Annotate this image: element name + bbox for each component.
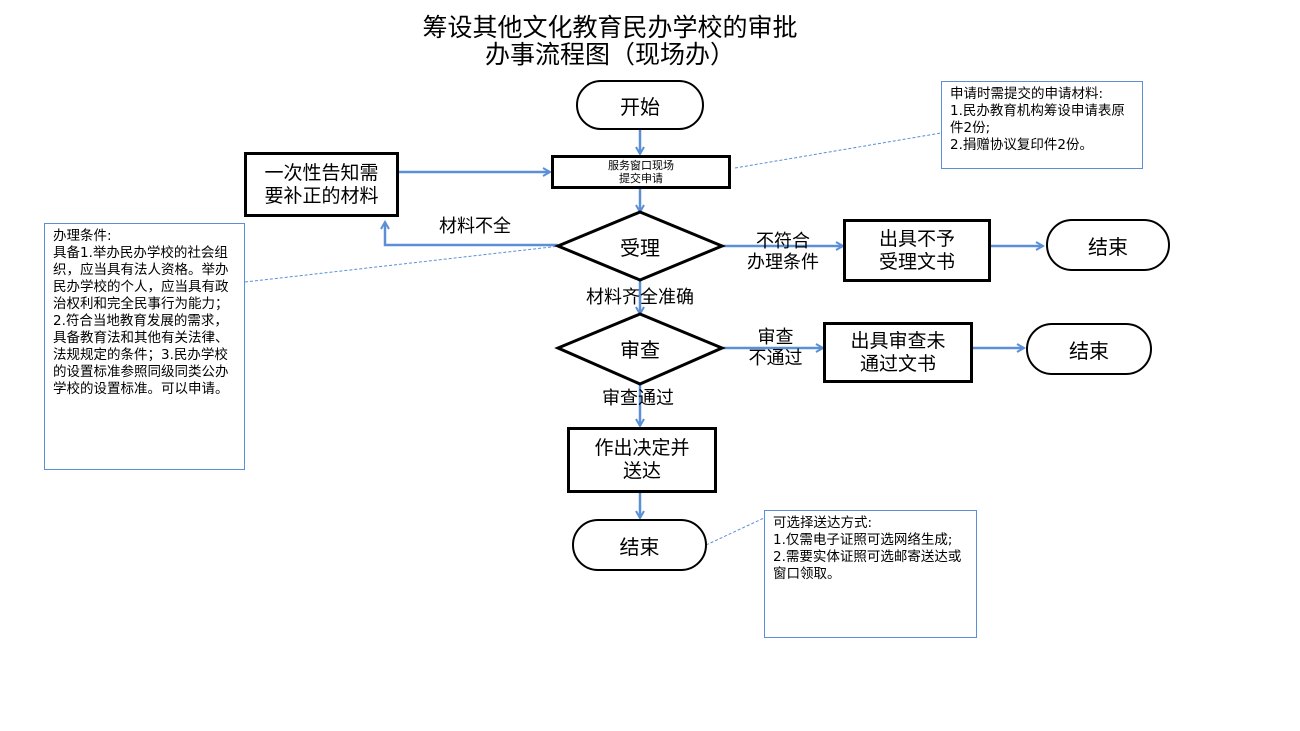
decide-deliver-label: 作出决定并 送达 [594, 437, 690, 482]
title-line-2: 办事流程图（现场办） [484, 40, 735, 69]
accept-diamond [554, 210, 726, 282]
accept-decision: 受理 [590, 230, 690, 262]
delivery-note: 可选择送达方式: 1.仅需电子证照可选网络生成; 2.需要实体证照可选邮寄送达或… [764, 510, 977, 638]
materials-note: 申请时需提交的申请材料: 1.民办教育机构筹设申请表原件2份; 2.捐赠协议复印… [941, 81, 1143, 169]
reject-document-label: 出具不予 受理文书 [878, 227, 955, 273]
submit-application-node: 服务窗口现场 提交申请 [551, 155, 731, 189]
accept-label: 受理 [620, 235, 660, 260]
submit-label: 服务窗口现场 提交申请 [608, 159, 674, 185]
edge-label-review-pass: 审查通过 [602, 388, 674, 409]
arrow-accept-to-notify [385, 222, 558, 247]
end-review-fail-label: 结束 [1069, 338, 1109, 363]
review-fail-document-node: 出具审查未 通过文书 [823, 322, 973, 383]
edge-label-not-eligible: 不符合 办理条件 [747, 231, 819, 273]
start-label: 开始 [620, 94, 660, 119]
end-node-review-fail: 结束 [1026, 323, 1152, 375]
review-fail-document-label: 出具审查未 通过文书 [850, 329, 946, 375]
callout-delivery [705, 517, 765, 546]
page-title: 筹设其他文化教育民办学校的审批 办事流程图（现场办） [380, 14, 840, 68]
edge-label-incomplete: 材料不全 [439, 216, 511, 237]
conditions-note: 办理条件: 具备1.举办民办学校的社会组织，应当具有法人资格。举办民办学校的个人… [44, 223, 245, 470]
callout-conditions [244, 245, 561, 283]
review-diamond [554, 312, 726, 386]
notify-supplement-label: 一次性告知需 要补正的材料 [264, 161, 379, 207]
title-line-1: 筹设其他文化教育民办学校的审批 [422, 13, 798, 42]
notify-supplement-node: 一次性告知需 要补正的材料 [244, 152, 399, 217]
end-final-label: 结束 [619, 534, 660, 559]
callout-materials [734, 132, 942, 169]
end-node-reject: 结束 [1046, 219, 1170, 271]
reject-document-node: 出具不予 受理文书 [843, 219, 991, 282]
review-label: 审查 [620, 337, 660, 362]
start-node: 开始 [576, 80, 704, 130]
edge-label-complete: 材料齐全准确 [586, 287, 694, 308]
end-reject-label: 结束 [1088, 234, 1128, 259]
review-decision: 审查 [590, 332, 690, 364]
end-node-final: 结束 [572, 519, 707, 571]
decide-deliver-node: 作出决定并 送达 [567, 427, 717, 493]
edge-label-review-fail: 审查 不通过 [748, 327, 803, 369]
